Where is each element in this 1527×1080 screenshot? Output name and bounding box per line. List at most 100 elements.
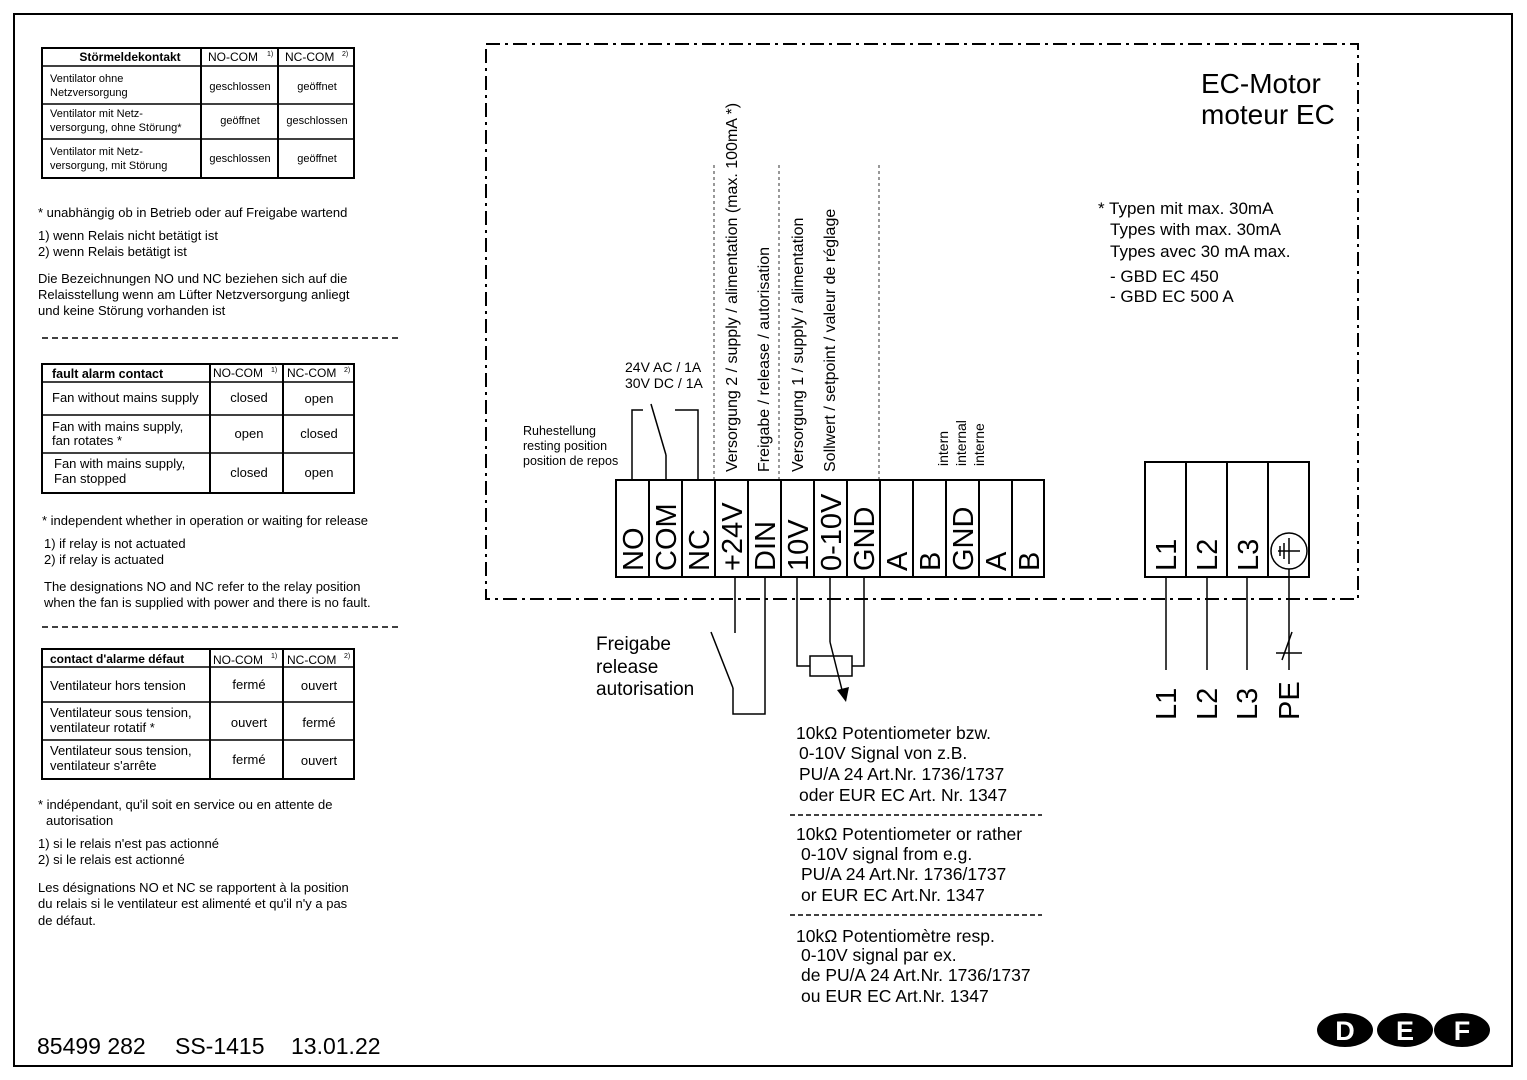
table-fr-header-2: NC-COM	[287, 653, 336, 667]
table-de-r0-label-a: Ventilator ohne	[50, 73, 123, 85]
language-badge-e	[1377, 1013, 1433, 1047]
release-caption-2: autorisation	[596, 679, 694, 700]
table-de-r1-nccom: geschlossen	[286, 115, 347, 127]
wire-label-l1: L1	[1151, 688, 1183, 720]
table-en-header-0: fault alarm contact	[52, 367, 164, 381]
types-note-2: Types avec 30 mA max.	[1110, 242, 1290, 261]
note-de-3: Die Bezeichnungen NO und NC beziehen sic…	[38, 271, 347, 286]
terminal-24v: +24V	[717, 502, 749, 571]
table-en-r1-nccom: closed	[300, 426, 338, 441]
pot-note-fr-2: de PU/A 24 Art.Nr. 1736/1737	[801, 965, 1031, 985]
table-en-r1-nocom: open	[235, 426, 264, 441]
label-separators	[713, 165, 880, 480]
label-setpoint: Sollwert / setpoint / valeur de réglage	[822, 209, 839, 472]
table-en-r1-label-b: fan rotates *	[52, 433, 122, 448]
note-fr-6: de défaut.	[38, 913, 96, 928]
terminal-gnd: GND	[849, 507, 881, 571]
terminal-din: DIN	[750, 521, 782, 571]
relay-rest-0: Ruhestellung	[523, 424, 596, 438]
table-fr-r2-label-b: ventilateur s'arrête	[50, 758, 157, 773]
earth-icon	[1270, 532, 1308, 570]
wire-label-pe: PE	[1274, 681, 1306, 720]
table-fr-r1-nocom: ouvert	[231, 715, 268, 730]
relay-rest-1: resting position	[523, 439, 607, 453]
note-en-0: * independent whether in operation or wa…	[42, 513, 368, 528]
table-en-r0-nccom: open	[305, 391, 334, 406]
terminal-com: COM	[651, 503, 683, 571]
sheet-frame	[13, 13, 1513, 1067]
types-note-4: - GBD EC 500 A	[1110, 287, 1234, 306]
pot-note-en-1: 0-10V signal from e.g.	[801, 844, 972, 864]
table-fr-header-note-2: 2)	[344, 653, 350, 660]
table-en-r0-nocom: closed	[230, 390, 268, 405]
note-en-1: 1) if relay is not actuated	[44, 536, 186, 551]
wire-label-l2: L2	[1192, 688, 1224, 720]
note-de-4: Relaisstellung wenn am Lüfter Netzversor…	[38, 287, 350, 302]
wire-label-l3: L3	[1232, 688, 1264, 720]
table-en-header-2: NC-COM	[287, 366, 336, 380]
footer-doc-number: 85499 282	[37, 1033, 146, 1059]
table-en-r2-label-a: Fan with mains supply,	[54, 456, 185, 471]
table-fr-header-1: NO-COM	[213, 653, 263, 667]
table-de-r0-nocom: geschlossen	[209, 81, 270, 93]
table-fr-r2-label-a: Ventilateur sous tension,	[50, 743, 192, 758]
power-terminal-l3: L3	[1233, 539, 1265, 571]
motor-title-line-1: EC-Motor	[1201, 68, 1321, 99]
table-de-r1-label-b: versorgung, ohne Störung*	[50, 122, 182, 134]
pot-note-en-2: PU/A 24 Art.Nr. 1736/1737	[801, 864, 1006, 884]
note-de-1: 1) wenn Relais nicht betätigt ist	[38, 228, 218, 243]
types-note-1: Types with max. 30mA	[1110, 220, 1282, 239]
table-de	[41, 47, 355, 179]
release-caption-0: Freigabe	[596, 634, 671, 655]
terminal-0-10v: 0-10V	[816, 493, 848, 571]
language-badge-d	[1317, 1013, 1373, 1047]
note-fr-0: * indépendant, qu'il soit en service ou …	[38, 797, 332, 812]
pot-note-de-1: 0-10V Signal von z.B.	[799, 743, 967, 763]
table-en-header-1: NO-COM	[213, 366, 263, 380]
pot-note-de-2: PU/A 24 Art.Nr. 1736/1737	[799, 764, 1004, 784]
table-en	[41, 363, 355, 494]
table-de-header-note-2: 2)	[342, 51, 348, 58]
pot-note-de-0: 10kΩ Potentiometer bzw.	[796, 723, 991, 743]
terminal-no: NO	[618, 528, 650, 572]
note-de-2: 2) wenn Relais betätigt ist	[38, 244, 187, 259]
note-fr-5: du relais si le ventilateur est alimenté…	[38, 896, 348, 911]
relay-rating-0: 24V AC / 1A	[625, 359, 702, 375]
potentiometer-icon	[796, 577, 865, 695]
pot-note-fr-1: 0-10V signal par ex.	[801, 945, 957, 965]
types-note-0: * Typen mit max. 30mA	[1098, 199, 1274, 218]
terminal-a-1: A	[882, 551, 914, 571]
table-de-header-1: NO-COM	[208, 50, 258, 64]
note-fr-2: 1) si le relais n'est pas actionné	[38, 836, 219, 851]
table-en-header-note-2: 2)	[344, 367, 350, 374]
label-release: Freigabe / release / autorisation	[756, 247, 773, 472]
note-en-3: The designations NO and NC refer to the …	[44, 579, 361, 594]
table-de-r0-label-b: Netzversorgung	[50, 87, 128, 99]
motor-title-line-2: moteur EC	[1201, 99, 1335, 130]
relay-rating-1: 30V DC / 1A	[625, 375, 703, 391]
terminal-b-1: B	[915, 552, 947, 571]
terminal-10v: 10V	[783, 519, 815, 571]
relay-contact-symbol	[631, 403, 699, 480]
table-en-header-note-1: 1)	[271, 367, 277, 374]
table-de-header-2: NC-COM	[285, 50, 334, 64]
power-terminal-l1: L1	[1151, 539, 1183, 571]
terminal-a-2: A	[981, 551, 1013, 571]
pot-note-fr-0: 10kΩ Potentiomètre resp.	[796, 926, 995, 946]
potentiometer-arrow-icon	[837, 687, 849, 702]
label-interne: interne	[971, 423, 987, 466]
table-fr-r1-label-b: ventilateur rotatif *	[50, 720, 155, 735]
pot-note-en-3: or EUR EC Art.Nr. 1347	[801, 885, 985, 905]
table-fr-header-note-1: 1)	[271, 653, 277, 660]
language-badge-f-label: F	[1454, 1016, 1471, 1046]
label-internal: internal	[953, 420, 969, 466]
table-de-r2-nccom: geöffnet	[297, 153, 337, 165]
label-intern: intern	[935, 431, 951, 466]
pot-note-de-3: oder EUR EC Art. Nr. 1347	[799, 785, 1007, 805]
note-de-5: und keine Störung vorhanden ist	[38, 303, 226, 318]
note-en-4: when the fan is supplied with power and …	[43, 595, 371, 610]
note-en-2: 2) if relay is actuated	[44, 552, 164, 567]
language-badge-f	[1434, 1013, 1490, 1047]
language-badges: D E F	[1317, 1013, 1490, 1047]
